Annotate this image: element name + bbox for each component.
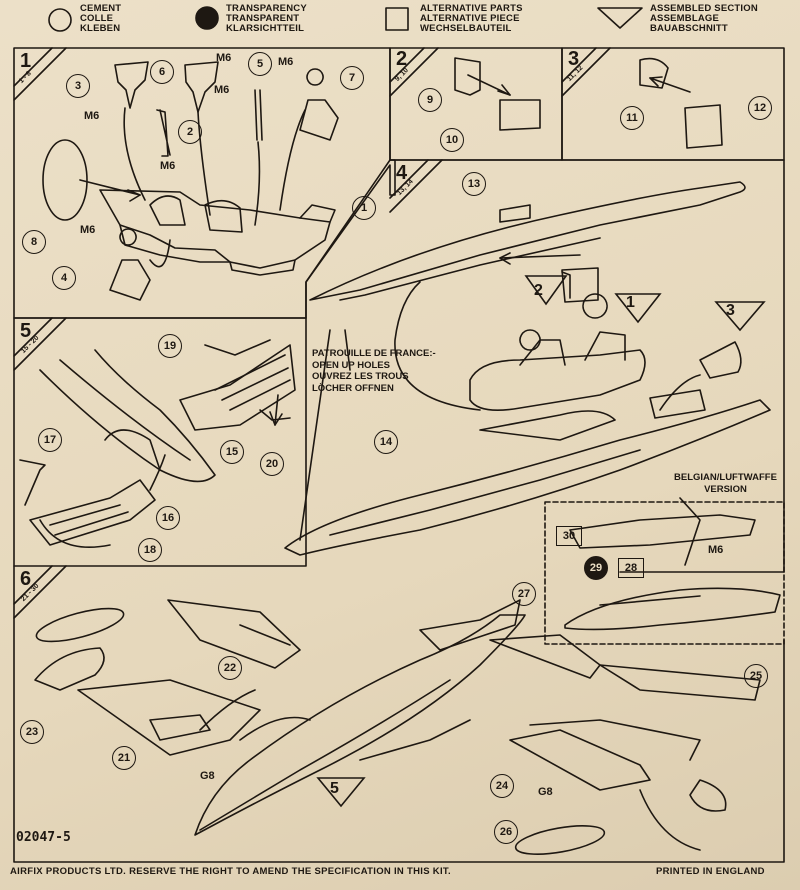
weight-label: M6: [278, 56, 294, 68]
part-callout: 10: [440, 128, 464, 152]
assembled-ref: 2: [534, 282, 543, 299]
assembled-symbol: [597, 7, 643, 29]
gear-label: G8: [200, 770, 215, 782]
part-callout: 20: [260, 452, 284, 476]
part-callout: 6: [150, 60, 174, 84]
footer-printed: PRINTED IN ENGLAND: [656, 866, 765, 877]
part-callout: 28: [618, 558, 644, 578]
part-callout: 1: [352, 196, 376, 220]
weight-label: M6: [84, 110, 100, 122]
part-callout-transparent: 29: [584, 556, 608, 580]
kit-code: 02047-5: [16, 830, 71, 845]
part-callout: 4: [52, 266, 76, 290]
weight-label: M6: [216, 52, 232, 64]
part-callout: 9: [418, 88, 442, 112]
part-callout: 22: [218, 656, 242, 680]
part-callout: 23: [20, 720, 44, 744]
part-callout: 14: [374, 430, 398, 454]
part-callout: 13: [462, 172, 486, 196]
step-number: 1: [20, 50, 32, 72]
part-callout: 24: [490, 774, 514, 798]
footer-disclaimer: AIRFIX PRODUCTS LTD. RESERVE THE RIGHT T…: [10, 866, 451, 877]
part-callout: 30: [556, 526, 582, 546]
panel-6: [13, 565, 785, 863]
part-callout: 8: [22, 230, 46, 254]
part-callout: 25: [744, 664, 768, 688]
weight-label: M6: [708, 544, 724, 556]
panel-4: [389, 159, 785, 573]
part-callout: 7: [340, 66, 364, 90]
inset-belgian: [544, 501, 785, 645]
part-callout: 17: [38, 428, 62, 452]
assembled-ref: 3: [726, 302, 735, 319]
assembled-ref: 1: [626, 294, 635, 311]
assembled-ref: 5: [330, 780, 339, 797]
weight-label: M6: [160, 160, 176, 172]
part-callout: 18: [138, 538, 162, 562]
part-callout: 16: [156, 506, 180, 530]
gear-label: G8: [538, 786, 553, 798]
panel-5: [13, 317, 307, 567]
step-number: 2: [396, 48, 408, 70]
weight-label: M6: [80, 224, 96, 236]
weight-label: M6: [214, 84, 230, 96]
part-callout: 12: [748, 96, 772, 120]
step-number: 5: [20, 320, 32, 342]
part-callout: 3: [66, 74, 90, 98]
part-callout: 2: [178, 120, 202, 144]
part-callout: 27: [512, 582, 536, 606]
step-number: 4: [396, 162, 408, 184]
step-number: 3: [568, 48, 580, 70]
part-callout: 19: [158, 334, 182, 358]
part-callout: 5: [248, 52, 272, 76]
alternative-symbol: [385, 7, 409, 31]
part-callout: 11: [620, 106, 644, 130]
transparency-symbol: [195, 6, 219, 30]
part-callout: 26: [494, 820, 518, 844]
step-number: 6: [20, 568, 32, 590]
cement-symbol: [48, 8, 72, 32]
part-callout: 15: [220, 440, 244, 464]
part-callout: 21: [112, 746, 136, 770]
